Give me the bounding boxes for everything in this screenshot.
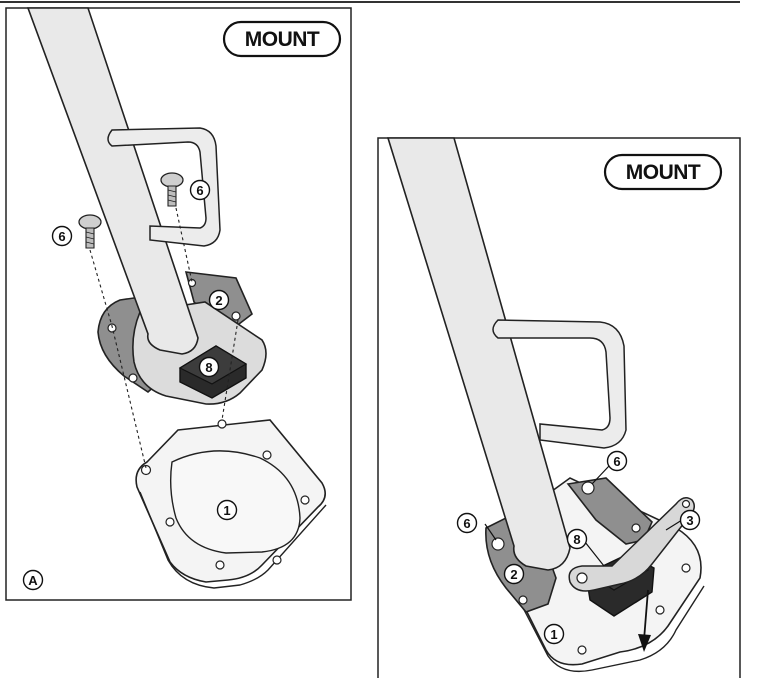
left-panel-letter: A [22,569,44,591]
right-handle [492,319,627,449]
right-mount-label: MOUNT [626,161,701,184]
right-lever [568,497,695,592]
right-callout-8: 8 [566,528,588,550]
svg-text:8: 8 [205,360,212,375]
left-callout-2: 2 [208,289,230,311]
right-leader-6-left [484,523,497,541]
left-callout-8: 8 [198,356,220,378]
left-screw-lower [78,214,102,249]
svg-text:2: 2 [215,293,222,308]
svg-text:2: 2 [510,567,517,582]
left-stand-tube [26,7,199,355]
svg-text:3: 3 [686,513,693,528]
svg-text:6: 6 [58,229,65,244]
right-callout-6-top: 6 [606,450,628,472]
right-panel: MOUNT [377,137,741,678]
right-leader-8 [584,541,605,567]
left-screw-upper [160,172,184,207]
right-stand-tube [386,137,571,571]
left-panel: MOUNT [5,7,352,601]
left-callout-1: 1 [216,499,238,521]
left-alignment-line-b [175,207,193,283]
right-callout-1: 1 [543,623,565,645]
svg-text:1: 1 [550,627,557,642]
right-leader-6-right [591,465,610,485]
left-alignment-line-a [89,249,147,469]
right-callout-2: 2 [503,563,525,585]
svg-text:6: 6 [463,516,470,531]
left-mount-badge: MOUNT [222,20,342,58]
left-callout-6-lower: 6 [51,225,73,247]
right-mount-badge: MOUNT [603,153,723,191]
right-press-arrow [638,589,651,652]
left-alignment-line-c [221,319,239,421]
svg-text:6: 6 [196,183,203,198]
right-callout-6-left: 6 [456,512,478,534]
left-mount-label: MOUNT [245,28,320,51]
svg-text:8: 8 [573,532,580,547]
right-leader-3 [665,519,683,531]
svg-text:1: 1 [223,503,230,518]
svg-text:6: 6 [613,454,620,469]
left-handle [107,127,221,247]
right-callout-3: 3 [679,509,701,531]
svg-text:A: A [28,573,38,588]
left-callout-6-upper: 6 [189,179,211,201]
